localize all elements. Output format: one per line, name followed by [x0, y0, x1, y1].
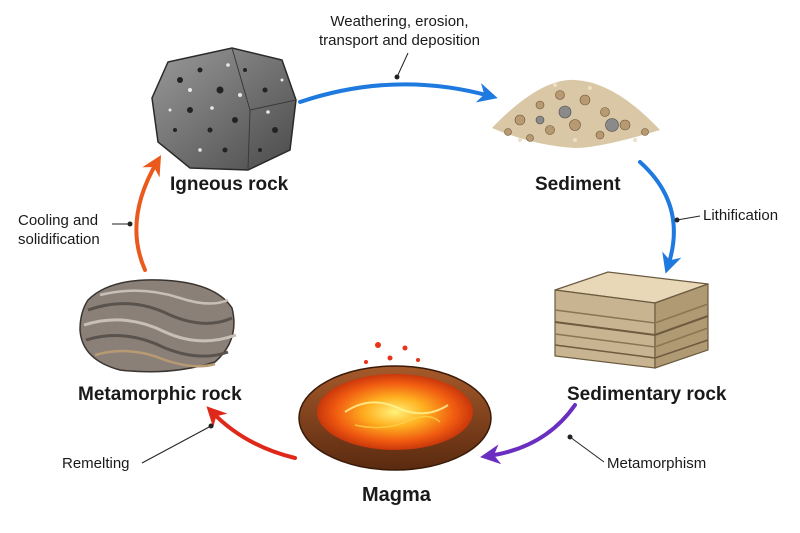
arrow-weathering [298, 82, 498, 104]
node-label-metamorphic: Metamorphic rock [78, 384, 242, 405]
leader-weathering [394, 52, 409, 80]
node-label-igneous: Igneous rock [170, 174, 289, 195]
arrow-metamorphism [480, 403, 577, 465]
arrow-remelting [206, 406, 297, 460]
leader-lithification [674, 215, 701, 223]
weathering-line-2: transport and deposition [319, 32, 480, 49]
process-label-cooling: Cooling and solidification [18, 211, 100, 249]
arrow-cooling [134, 155, 162, 272]
node-label-magma: Magma [362, 484, 431, 506]
arrow-lithification [638, 160, 682, 274]
process-label-remelting: Remelting [62, 455, 130, 472]
node-label-sediment: Sediment [535, 174, 621, 195]
process-label-weathering: Weathering, erosion, transport and depos… [319, 12, 480, 50]
cooling-line-2: solidification [18, 231, 100, 248]
sediment-image [492, 79, 660, 148]
metamorphic-rock-image [79, 279, 237, 373]
leader-metamorphism [567, 434, 605, 463]
process-label-metamorphism: Metamorphism [607, 455, 707, 472]
igneous-rock-image [151, 47, 297, 171]
weathering-line-1: Weathering, erosion, [330, 13, 469, 30]
process-label-lithification: Lithification [703, 207, 779, 224]
node-label-sedimentary: Sedimentary rock [567, 384, 727, 405]
cooling-line-1: Cooling and [18, 212, 99, 229]
leader-remelting [141, 423, 214, 464]
sedimentary-rock-image [554, 271, 709, 369]
magma-image [298, 342, 492, 471]
leader-cooling [112, 221, 133, 227]
